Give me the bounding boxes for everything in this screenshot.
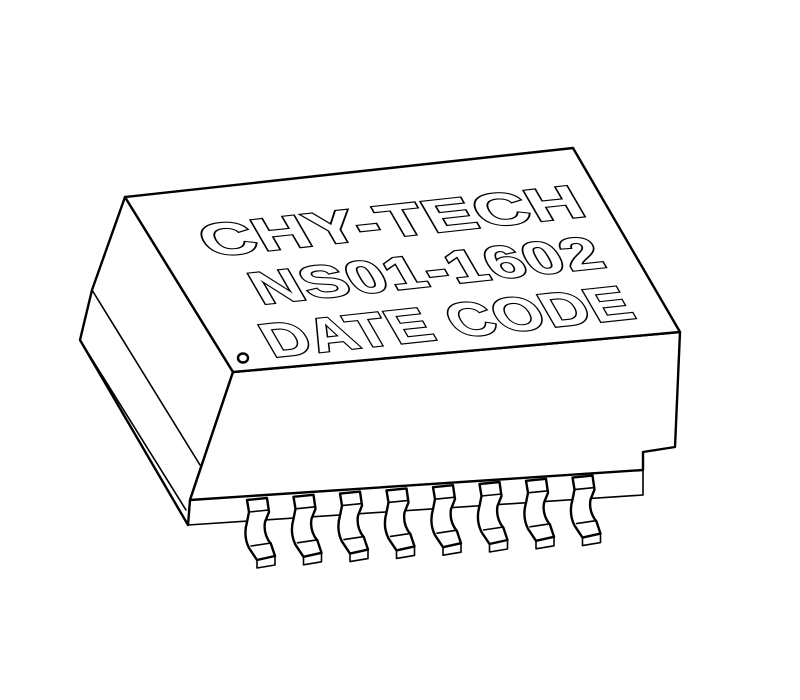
- lead-pin-body: [523, 477, 556, 542]
- lead-pin-body: [476, 480, 509, 546]
- lead-pin-bend: [387, 499, 410, 504]
- lead-pin-body: [430, 484, 463, 549]
- lead-pin: [523, 477, 556, 550]
- lead-pin-foot: [529, 523, 555, 550]
- lead-pin-body: [290, 493, 323, 558]
- lead-pin-body: [383, 487, 416, 552]
- lead-pin-body: [337, 490, 370, 555]
- lead-pin-foot: [296, 539, 323, 566]
- lead-pin-foot: [575, 519, 602, 547]
- gull-wing-leads: [244, 474, 602, 569]
- lead-pin: [430, 484, 463, 556]
- body-top-face: [123, 146, 682, 374]
- body-left-ridge: [91, 289, 201, 466]
- lead-pin-foot: [436, 529, 462, 556]
- lead-pin-bend: [434, 496, 456, 500]
- lead-pin-body: [569, 474, 602, 539]
- lead-pin-foot: [389, 532, 416, 560]
- pin1-indicator-dot: [236, 352, 250, 364]
- lead-pin-bend: [294, 506, 317, 510]
- lead-pin: [383, 487, 416, 560]
- lead-pin-bend: [527, 490, 549, 494]
- lead-pin: [476, 480, 509, 553]
- lead-pin: [244, 496, 277, 569]
- lead-pin-bend: [480, 493, 503, 497]
- lead-pin-body: [244, 496, 277, 562]
- lead-pin: [290, 493, 323, 566]
- body-left-ridge-lower: [79, 339, 187, 511]
- lead-pin-foot: [482, 526, 509, 553]
- lead-pin-bend: [341, 502, 363, 507]
- lead-pin: [569, 474, 602, 547]
- lead-pin-bend: [248, 509, 270, 513]
- body-base-ledge: [189, 469, 644, 501]
- lead-pin: [337, 490, 370, 563]
- lead-pin-foot: [343, 535, 369, 563]
- lead-pin-foot: [250, 542, 276, 569]
- lead-pin-bend: [573, 486, 596, 491]
